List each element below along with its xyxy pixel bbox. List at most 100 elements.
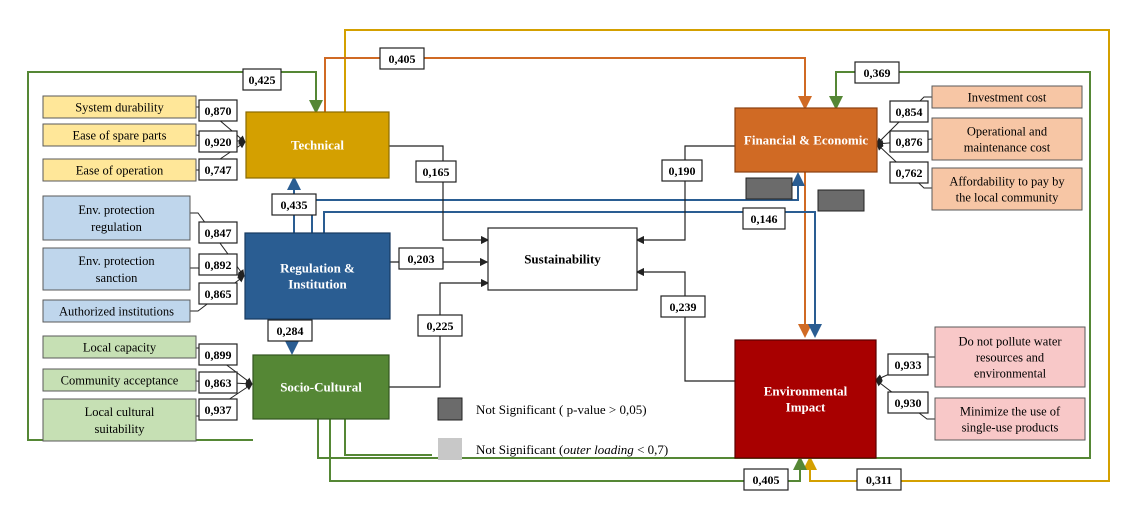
loading-path-tech-env-text: 0,311 bbox=[866, 473, 892, 487]
loading-affordability-text: 0,762 bbox=[896, 166, 923, 180]
indicator-do-not-pollute-line-1: Do not pollute water bbox=[958, 335, 1062, 349]
not-significant-marker-2 bbox=[817, 189, 865, 212]
loading-path-reg-socio-text: 0,284 bbox=[277, 324, 304, 338]
indicator-ease-of-operation: Ease of operation bbox=[76, 164, 164, 178]
indicator-do-not-pollute: Do not pollute water resources and environ… bbox=[934, 326, 1086, 388]
path-socio-to-environmental bbox=[329, 419, 807, 482]
loading-operational: 0,876 bbox=[889, 130, 929, 153]
loading-operational-text: 0,876 bbox=[896, 135, 923, 149]
legend-swatch-light bbox=[438, 438, 462, 460]
indicator-affordability: Affordability to pay by the local communi… bbox=[931, 167, 1083, 211]
legend-light-prefix: Not Significant ( bbox=[476, 442, 563, 457]
loading-path-tech-env: 0,311 bbox=[856, 468, 902, 491]
indicator-operational-maintenance-line-1: Operational and bbox=[967, 125, 1048, 139]
loading-minimize-single-use: 0,930 bbox=[887, 391, 929, 414]
loading-path-reg-env: 0,146 bbox=[742, 207, 786, 230]
loading-path-socio-env: 0,405 bbox=[743, 468, 789, 491]
loading-investment-cost-text: 0,854 bbox=[896, 105, 923, 119]
indicator-affordability-line-2: the local community bbox=[956, 191, 1060, 205]
loading-ease-of-operation: 0,747 bbox=[198, 158, 238, 181]
loading-path-env-sust-text: 0,239 bbox=[670, 300, 697, 314]
legend-dark-label: Not Significant ( p-value > 0,05) bbox=[476, 402, 647, 417]
loading-path-env-sust: 0,239 bbox=[660, 295, 706, 318]
path-financial-environmental-outer bbox=[317, 71, 1091, 459]
path-regulation-to-environmental-line bbox=[323, 211, 822, 338]
indicator-do-not-pollute-line-2: resources and bbox=[976, 351, 1045, 365]
indicator-minimize-single-use-line-1: Minimize the use of bbox=[960, 405, 1061, 419]
loading-path-tech-fin-text: 0,405 bbox=[389, 52, 416, 66]
path-socio-to-environmental-mid bbox=[344, 419, 432, 456]
indicator-env-protection-regulation-l2: regulation bbox=[91, 220, 142, 234]
legend-light-italic: outer loading bbox=[563, 442, 634, 457]
indicator-env-protection-sanction-l2: sanction bbox=[96, 271, 138, 285]
legend-light-label: Not Significant (outer loading < 0,7) bbox=[476, 442, 668, 457]
construct-sustainability: Sustainability bbox=[487, 227, 638, 291]
path-financial-to-sustainability bbox=[635, 145, 735, 245]
loading-path-socio-tech: 0,425 bbox=[242, 68, 282, 91]
loading-do-not-pollute: 0,933 bbox=[887, 353, 929, 376]
indicator-community-acceptance: Community acceptance bbox=[61, 374, 179, 388]
construct-sustainability-label-1: Sustainability bbox=[524, 252, 601, 267]
loading-env-sanction-text: 0,892 bbox=[205, 258, 232, 272]
loading-path-tech-sust: 0,165 bbox=[415, 160, 457, 183]
loading-env-sanction: 0,892 bbox=[198, 253, 238, 276]
indicator-operational-maintenance-line-2: maintenance cost bbox=[964, 141, 1051, 155]
path-technical-to-environmental bbox=[344, 29, 1110, 482]
loading-investment-cost: 0,854 bbox=[889, 100, 929, 123]
construct-socio: Socio-Cultural bbox=[252, 354, 390, 420]
indicator-investment-cost-line-1: Investment cost bbox=[968, 91, 1047, 105]
path-regulation-to-financial bbox=[311, 172, 805, 233]
loading-path-socio-sust: 0,225 bbox=[417, 314, 463, 337]
legend-light-suffix: < 0,7) bbox=[634, 442, 668, 457]
loading-path-fin-sust: 0,190 bbox=[661, 159, 703, 182]
loading-ease-of-operation-text: 0,747 bbox=[205, 163, 232, 177]
indicator-env-protection-regulation-l1: Env. protection bbox=[78, 203, 155, 217]
construct-socio-label-1: Socio-Cultural bbox=[280, 380, 362, 395]
indicators-technical: System durability Ease of spare parts Ea… bbox=[42, 95, 197, 182]
loading-local-capacity: 0,899 bbox=[198, 343, 238, 366]
loading-local-cultural: 0,937 bbox=[198, 398, 238, 421]
loading-community-acceptance-text: 0,863 bbox=[205, 376, 232, 390]
loading-path-fin-env-outer-text: 0,369 bbox=[864, 66, 891, 80]
construct-regulation-label-1: Regulation & bbox=[280, 261, 355, 276]
construct-environmental-label-1: Environmental bbox=[764, 384, 848, 399]
loading-system-durability-text: 0,870 bbox=[205, 104, 232, 118]
loading-path-tech-sust-text: 0,165 bbox=[423, 165, 450, 179]
construct-regulation: Regulation &Institution bbox=[244, 232, 391, 320]
loading-authorized: 0,865 bbox=[198, 282, 238, 305]
loading-env-reg: 0,847 bbox=[198, 221, 238, 244]
indicators-socio: Local capacity Community acceptance Loca… bbox=[42, 335, 197, 442]
indicator-minimize-single-use-line-2: single-use products bbox=[962, 421, 1059, 435]
indicator-authorized-institutions: Authorized institutions bbox=[59, 305, 174, 319]
construct-technical: Technical bbox=[245, 111, 390, 179]
loading-env-reg-text: 0,847 bbox=[205, 226, 232, 240]
loading-path-fin-env-outer: 0,369 bbox=[854, 61, 900, 84]
loading-local-capacity-text: 0,899 bbox=[205, 348, 232, 362]
loading-affordability: 0,762 bbox=[889, 161, 929, 184]
not-significant-marker-1 bbox=[745, 177, 793, 200]
indicator-do-not-pollute-line-3: environmental bbox=[974, 367, 1047, 381]
construct-technical-label-1: Technical bbox=[291, 138, 344, 153]
loading-community-acceptance: 0,863 bbox=[198, 371, 238, 394]
indicator-env-protection-sanction-l1: Env. protection bbox=[78, 254, 155, 268]
loading-path-socio-tech-text: 0,425 bbox=[249, 73, 276, 87]
loading-path-reg-socio: 0,284 bbox=[267, 319, 313, 342]
indicator-minimize-single-use: Minimize the use of single-use products bbox=[934, 397, 1086, 441]
construct-financial: Financial & Economic bbox=[734, 107, 878, 173]
loading-ease-of-spare-parts: 0,920 bbox=[198, 130, 238, 153]
construct-environmental-label-2: Impact bbox=[786, 400, 826, 415]
indicator-affordability-line-1: Affordability to pay by bbox=[949, 175, 1065, 189]
indicator-investment-cost: Investment cost bbox=[931, 85, 1083, 109]
loading-path-reg-env-text: 0,146 bbox=[751, 212, 778, 226]
indicator-local-cultural-l1: Local cultural bbox=[85, 405, 155, 419]
indicator-local-capacity: Local capacity bbox=[83, 341, 157, 355]
loading-path-socio-env-text: 0,405 bbox=[753, 473, 780, 487]
path-environmental-to-sustainability bbox=[635, 267, 735, 382]
loading-authorized-text: 0,865 bbox=[205, 287, 232, 301]
indicator-operational-maintenance: Operational and maintenance cost bbox=[931, 117, 1083, 161]
indicator-local-cultural-l2: suitability bbox=[95, 422, 146, 436]
path-technical-to-sustainability bbox=[389, 145, 490, 245]
